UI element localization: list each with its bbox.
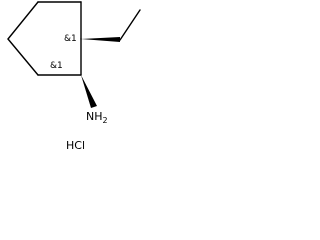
chemical-structure: &1 &1 NH2 HCl [7, 1, 141, 152]
ring-bond [7, 1, 39, 40]
amine-h: H [94, 110, 102, 123]
salt-label: HCl [66, 139, 85, 152]
stereo-label-ethyl-carbon: &1 [64, 34, 77, 44]
stereo-label-amine-carbon: &1 [50, 61, 63, 71]
ethyl-terminal-bond [119, 9, 141, 41]
ethyl-wedge-bond [81, 37, 120, 42]
amine-n: N [86, 110, 94, 123]
ring-bond [7, 38, 39, 76]
amine-label: NH2 [86, 110, 108, 125]
cyclohexane-ring [7, 1, 82, 76]
amine-h-count: 2 [103, 116, 108, 125]
amine-wedge-bond [81, 75, 97, 108]
